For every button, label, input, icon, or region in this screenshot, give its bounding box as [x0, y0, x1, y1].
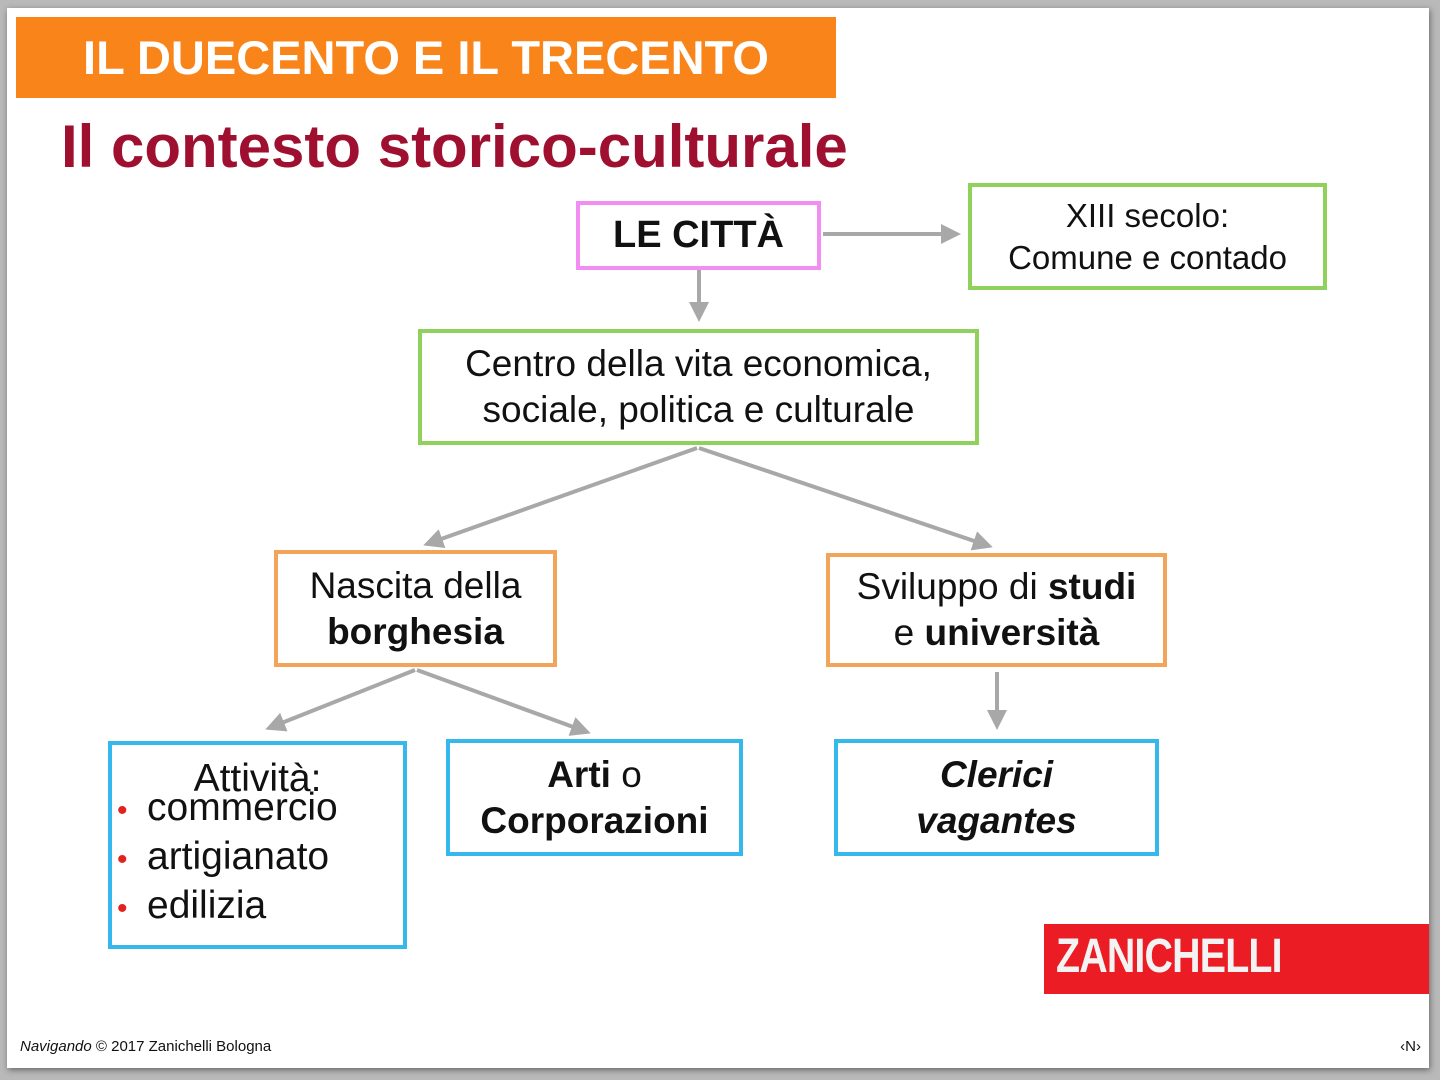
arrow-centro-to-borghesia [423, 446, 698, 549]
page-number: ‹N› [1400, 1038, 1421, 1055]
node-xiii-secolo-line2: Comune e contado [1008, 238, 1287, 276]
node-xiii-secolo: XIII secolo: Comune e contado [968, 183, 1327, 290]
slide: IL DUECENTO E IL TRECENTO Il contesto st… [7, 8, 1429, 1068]
node-borghesia-line1: Nascita della [309, 564, 522, 606]
node-universita-bold: università [924, 612, 1100, 653]
footer-copyright: Navigando © 2017 Zanichelli Bologna [20, 1038, 271, 1055]
section-banner: IL DUECENTO E IL TRECENTO [16, 17, 836, 98]
zanichelli-logo-text: ZANICHELLI [1056, 930, 1283, 983]
node-centro-vita: Centro della vita economica, sociale, po… [418, 329, 979, 445]
node-arti-line1: Arti o [547, 752, 642, 798]
node-centro-vita-line2: sociale, politica e culturale [482, 389, 915, 430]
node-clerici-line2: vagantes [916, 799, 1077, 841]
zanichelli-logo: ZANICHELLI [1044, 924, 1429, 994]
node-clerici-vagantes: Clerici vagantes [834, 739, 1159, 856]
node-arti-bold: Arti [547, 753, 611, 795]
slide-title: Il contesto storico-culturale [61, 113, 848, 180]
node-arti-corporazioni: Arti o Corporazioni [446, 739, 743, 856]
list-item-label: edilizia [147, 884, 267, 927]
node-clerici-line1: Clerici [939, 753, 1054, 795]
arrow-centro-to-sviluppo [698, 446, 993, 551]
node-xiii-secolo-line1: XIII secolo: [1065, 196, 1230, 234]
list-item-label: commercio [147, 786, 338, 829]
node-studi-e: e [893, 612, 925, 653]
footer-book-title: Navigando [20, 1038, 92, 1055]
attivita-list: • commercio • artigianato • edilizia [117, 785, 338, 932]
node-attivita-title: Attività: [193, 757, 322, 800]
list-item: • commercio [117, 785, 338, 834]
bullet-icon: • [117, 843, 128, 876]
node-studi-line1: Sviluppo di studi [857, 564, 1137, 610]
node-studi-pre: Sviluppo di [856, 566, 1048, 607]
list-item: • edilizia [117, 883, 338, 932]
node-borghesia-line2: borghesia [327, 610, 504, 652]
arrow-borghesia-to-attivita [265, 668, 416, 732]
node-arti-o: o [610, 753, 642, 795]
footer-copyright-text: © 2017 Zanichelli Bologna [91, 1038, 272, 1055]
list-item: • artigianato [117, 834, 338, 883]
list-item-label: artigianato [147, 835, 330, 878]
diagram-arrows [265, 224, 1007, 736]
arrow-borghesia-to-arti [416, 668, 591, 736]
bullet-icon: • [117, 794, 128, 827]
node-studi-universita: Sviluppo di studi e università [826, 553, 1167, 667]
node-centro-vita-line1: Centro della vita economica, [465, 343, 932, 384]
node-le-citta: LE CITTÀ [576, 201, 821, 270]
node-arti-line2: Corporazioni [480, 799, 709, 841]
node-attivita: Attività: [108, 741, 407, 949]
node-studi-bold: studi [1047, 566, 1137, 607]
node-borghesia: Nascita della borghesia [274, 550, 557, 667]
bullet-icon: • [117, 892, 128, 925]
node-le-citta-label: LE CITTÀ [613, 214, 784, 256]
node-studi-line2: e università [894, 610, 1100, 656]
